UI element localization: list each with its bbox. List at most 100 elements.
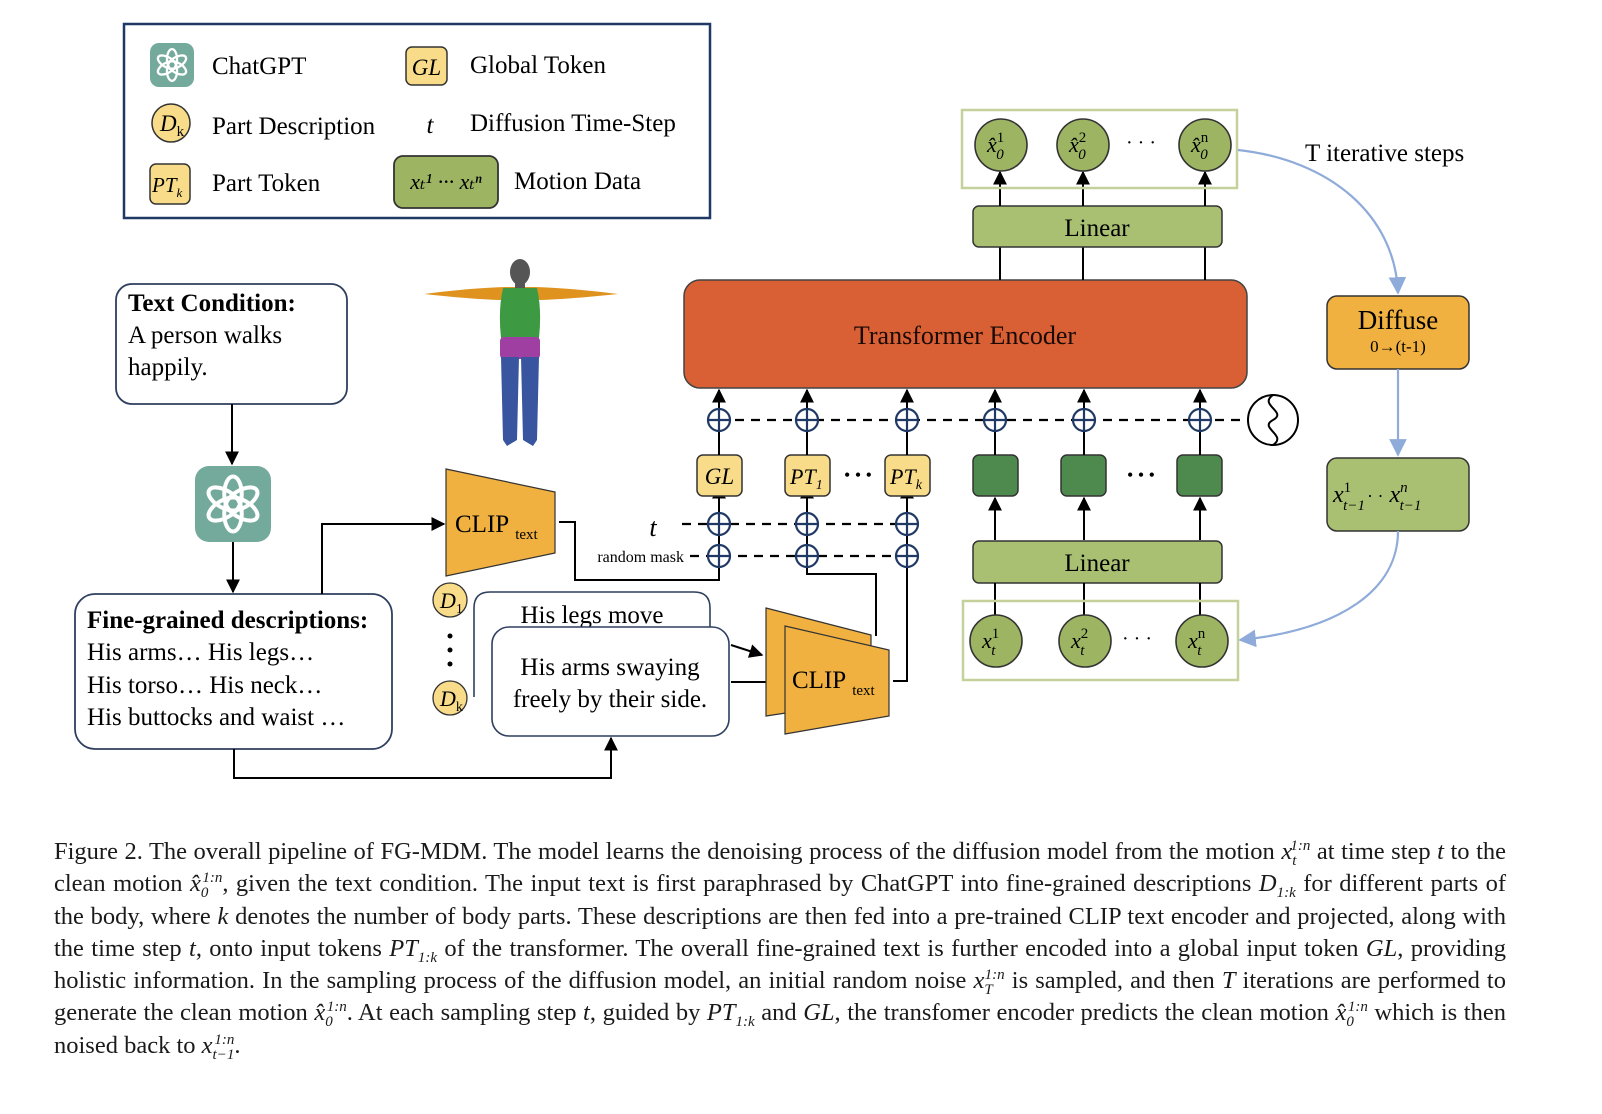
caption-math: GL — [1365, 934, 1398, 962]
legend-label: ChatGPT — [212, 53, 306, 80]
input-motion-node — [969, 614, 1023, 668]
predicted-motion-node — [974, 118, 1028, 172]
caption-text: . — [234, 1031, 241, 1059]
linear-top: Linear — [972, 205, 1223, 248]
legend-symbol: t — [427, 112, 435, 139]
d1-marker — [432, 582, 468, 618]
part-description-icon — [151, 103, 191, 143]
global-token: GL — [696, 454, 743, 497]
token-row: GL PT1 • • • PTk • • • — [696, 454, 1223, 497]
fine-grained-title: Fine-grained descriptions: — [87, 607, 368, 634]
caption-text: and — [754, 999, 804, 1027]
fine-grained-line: His buttocks and waist … — [87, 704, 345, 731]
caption-text: which is then noised back to — [54, 999, 1506, 1059]
token-label: PTk — [889, 464, 923, 493]
part-token-icon — [149, 163, 191, 205]
iterative-steps-label: T iterative steps — [1305, 140, 1464, 167]
legend-global-token: GL Global Token — [405, 46, 606, 86]
caption-text: to the clean motion — [54, 838, 1507, 898]
token-inputs — [988, 496, 1207, 540]
caption-math: x̂01:n — [189, 870, 223, 902]
legend-label: Motion Data — [514, 168, 641, 195]
caption-text: , onto input tokens — [195, 934, 390, 962]
caption-math: x̂01:n — [314, 999, 347, 1031]
caption-math: D1:k — [1258, 870, 1296, 902]
motion-data-icon — [393, 155, 499, 209]
input-motion-node — [1175, 614, 1229, 668]
motion-token — [1060, 454, 1107, 497]
chatgpt-icon — [150, 43, 194, 87]
caption-text: . At each sampling step — [346, 999, 584, 1027]
caption-text: at time step — [1310, 838, 1438, 865]
legend-label: Diffusion Time-Step — [470, 110, 676, 137]
fine-grained-box: Fine-grained descriptions: His arms… His… — [74, 593, 393, 750]
caption-math: x̂01:n — [1335, 999, 1368, 1031]
chatgpt-icon — [195, 466, 271, 542]
caption-math: xt1:n — [1281, 837, 1311, 869]
diffuse-title: Diffuse — [1358, 305, 1439, 335]
loop-arrow — [1237, 148, 1407, 295]
diffuse-box: Diffuse 0→(t-1) — [1326, 295, 1470, 370]
arrow — [730, 644, 764, 658]
part-description-card-front: His arms swaying freely by their side. — [491, 626, 730, 737]
caption-text: is sampled, and then — [1004, 967, 1222, 995]
caption-math: xT1:n — [973, 967, 1005, 999]
dk-marker — [432, 680, 468, 716]
text-condition-line: happily. — [128, 354, 208, 381]
caption-text: denotes the number of body parts. These … — [54, 902, 1506, 962]
token-ellipsis: • • • — [1127, 465, 1155, 485]
body-head — [510, 259, 530, 285]
body-parts-figure — [424, 259, 618, 446]
caption-text: Figure 2. The overall pipeline of FG-MDM… — [54, 838, 1282, 865]
caption-math: PT1:k — [389, 934, 438, 966]
caption-math: xt−11:n — [201, 1031, 235, 1063]
legend-symbol: PTk — [151, 173, 183, 200]
input-motion-node — [1058, 614, 1112, 668]
chatgpt-node — [195, 466, 271, 542]
caption-math: PT1:k — [706, 999, 755, 1031]
caption-text: , providing holistic information. In the… — [54, 934, 1506, 995]
linear-label: Linear — [1064, 215, 1130, 242]
time-step-label: t — [649, 513, 657, 542]
caption-text: iterations are performed to generate the… — [54, 967, 1506, 1027]
fine-grained-line: His arms… His legs… — [87, 639, 314, 666]
legend-chatgpt: ChatGPT — [150, 43, 306, 87]
linear-bottom: Linear — [972, 540, 1223, 584]
body-leg-right — [521, 357, 539, 446]
legend: ChatGPT GL Global Token Dk Part Descript… — [122, 22, 712, 220]
legend-motion-data: xₜ¹ ··· xₜⁿ Motion Data — [393, 155, 641, 209]
legend-part-token: PTk Part Token — [149, 163, 321, 205]
part-token-1: PT1 — [784, 454, 831, 497]
motion-token — [972, 454, 1019, 497]
transformer-encoder: Transformer Encoder — [683, 279, 1248, 389]
legend-symbol: xₜ¹ ··· xₜⁿ — [409, 169, 481, 194]
text-condition-title: Text Condition: — [128, 290, 296, 317]
card-text: His legs move — [520, 602, 663, 629]
caption-text: of the transformer. The overall fine-gra… — [437, 934, 1366, 962]
fine-grained-line: His torso… His neck… — [87, 672, 322, 699]
caption-text: for different parts of the body, where — [54, 870, 1506, 930]
body-hips — [500, 337, 540, 359]
text-condition-line: A person walks — [128, 322, 282, 349]
positional-encoding-icon — [1247, 394, 1299, 446]
caption-math: GL — [803, 999, 835, 1027]
card-text: freely by their side. — [513, 686, 707, 713]
d1-label: D1 — [439, 588, 463, 617]
part-token-k: PTk — [884, 454, 931, 497]
body-leg-left — [501, 357, 519, 446]
loop-arrow — [1238, 530, 1400, 648]
legend-label: Global Token — [470, 52, 606, 79]
predicted-motion-node — [1178, 118, 1232, 172]
